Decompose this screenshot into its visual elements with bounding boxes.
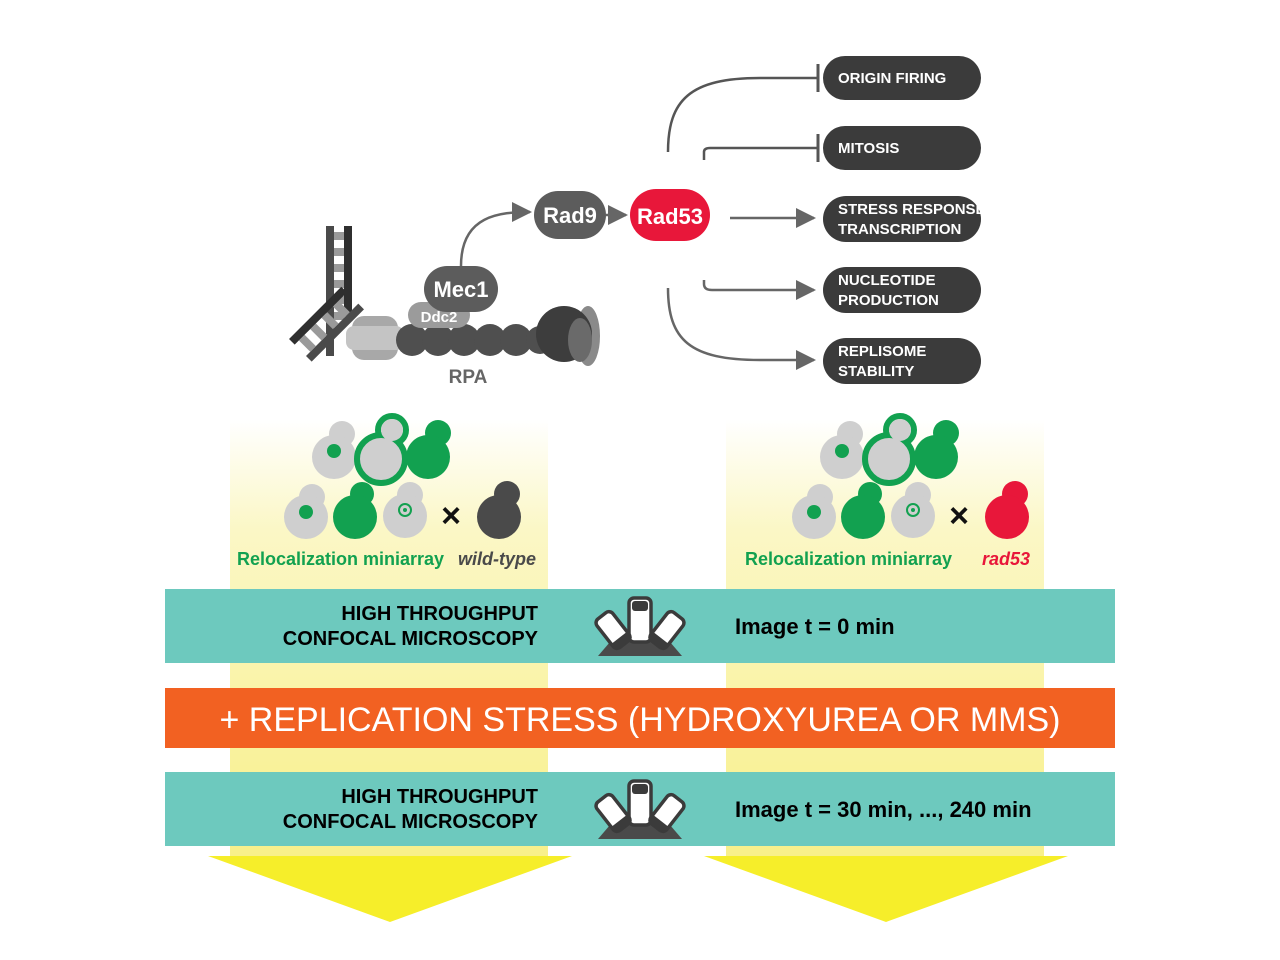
output-origin-firing: ORIGIN FIRING — [823, 56, 981, 100]
mec1-node: Mec1 — [424, 266, 498, 312]
output-replisome-line1: REPLISOME — [838, 343, 926, 360]
output-mitosis: MITOSIS — [823, 126, 981, 170]
output-origin-firing-label: ORIGIN FIRING — [838, 70, 946, 87]
microscope-icon — [594, 596, 686, 656]
yeast-cell — [891, 482, 935, 538]
left-cross-symbol: × — [441, 497, 461, 535]
left-wildtype-cell — [477, 481, 521, 539]
left-down-arrow — [208, 856, 572, 922]
ddc2-label: Ddc2 — [421, 309, 458, 326]
fork-strand-diagonal — [289, 286, 364, 362]
imaging-band-1: HIGH THROUGHPUT CONFOCAL MICROSCOPY Imag… — [165, 589, 1115, 663]
arrow-mec1-to-rad9 — [459, 202, 532, 267]
yeast-cell — [354, 413, 409, 486]
output-replisome: REPLISOME STABILITY — [823, 338, 981, 384]
yeast-cell — [312, 421, 356, 479]
yeast-cell — [792, 484, 836, 539]
imaging-band-2-time: Image t = 30 min, ..., 240 min — [735, 797, 1032, 822]
rad9-label: Rad9 — [543, 203, 597, 228]
right-cross-symbol: × — [949, 497, 969, 535]
right-strain-label: rad53 — [982, 549, 1030, 569]
yeast-cell — [862, 413, 917, 486]
treatment-band: + REPLICATION STRESS (HYDROXYUREA OR MMS… — [165, 688, 1115, 748]
rad53-node: Rad53 — [630, 189, 710, 241]
left-yeast-array — [284, 413, 451, 539]
output-nucleotide-line2: PRODUCTION — [838, 292, 939, 309]
rad53-label: Rad53 — [637, 204, 703, 229]
yeast-cell — [914, 420, 959, 479]
rpa-label: RPA — [449, 367, 488, 388]
output-stress-response: STRESS RESPONSE TRANSCRIPTION — [823, 196, 986, 242]
rad53-output-connectors — [666, 64, 820, 370]
output-nucleotide-line1: NUCLEOTIDE — [838, 272, 936, 289]
left-array-label: Relocalization miniarray — [237, 549, 444, 569]
yeast-cell — [383, 482, 427, 538]
right-rad53-cell — [985, 481, 1029, 539]
treatment-label: + REPLICATION STRESS (HYDROXYUREA OR MMS… — [219, 701, 1060, 739]
rad9-node: Rad9 — [534, 191, 606, 239]
left-strain-label: wild-type — [458, 549, 536, 569]
output-nucleotide: NUCLEOTIDE PRODUCTION — [823, 267, 981, 313]
imaging-band-2-line2: CONFOCAL MICROSCOPY — [283, 811, 539, 833]
output-mitosis-label: MITOSIS — [838, 140, 899, 157]
connector-mitosis — [702, 146, 818, 160]
output-replisome-line2: STABILITY — [838, 363, 914, 380]
connector-origin-firing — [666, 76, 818, 153]
yeast-cell — [284, 484, 328, 539]
fork-strand-partner — [344, 226, 352, 316]
right-down-arrow — [704, 856, 1068, 922]
imaging-band-2-line1: HIGH THROUGHPUT — [341, 786, 538, 808]
output-stress-response-line1: STRESS RESPONSE — [838, 201, 986, 218]
imaging-band-2: HIGH THROUGHPUT CONFOCAL MICROSCOPY Imag… — [165, 772, 1115, 846]
connector-nucleotide — [702, 280, 816, 300]
replication-fork — [289, 226, 600, 366]
treatment-band-bg — [165, 688, 1115, 748]
imaging-band-1-time: Image t = 0 min — [735, 614, 895, 639]
yeast-cell — [820, 421, 864, 479]
helicase — [536, 306, 600, 366]
yeast-cell — [841, 482, 885, 539]
imaging-band-1-line2: CONFOCAL MICROSCOPY — [283, 628, 539, 650]
output-stress-response-line2: TRANSCRIPTION — [838, 221, 961, 238]
imaging-band-1-line1: HIGH THROUGHPUT — [341, 603, 538, 625]
yeast-cell — [406, 420, 451, 479]
right-array-label: Relocalization miniarray — [745, 549, 952, 569]
yeast-cell — [333, 482, 377, 539]
rpa-filament — [396, 324, 558, 356]
connector-replisome — [666, 287, 816, 370]
mec1-label: Mec1 — [433, 277, 488, 302]
microscope-icon — [594, 779, 686, 839]
right-yeast-array — [792, 413, 959, 539]
fork-strand-vertical — [326, 226, 334, 356]
